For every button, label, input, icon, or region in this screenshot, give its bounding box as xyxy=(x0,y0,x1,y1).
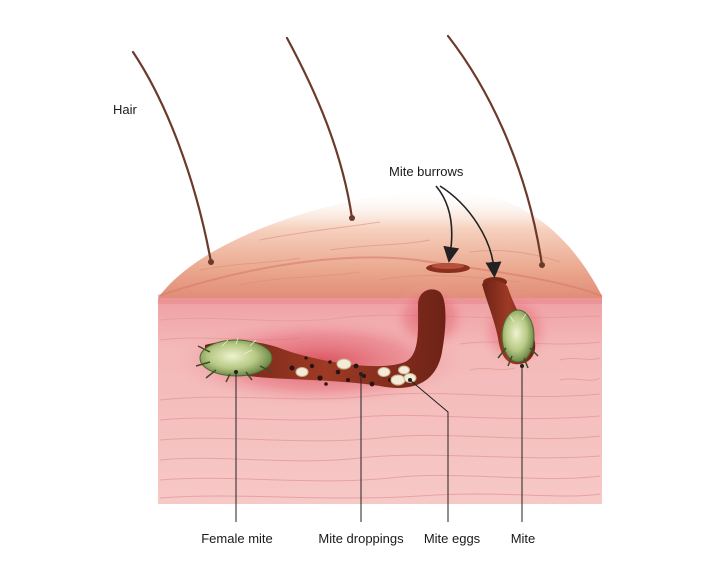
mite-burrows-label: Mite burrows xyxy=(389,164,464,179)
hair-strand xyxy=(446,34,544,267)
hair-label: Hair xyxy=(113,102,137,117)
mite-eggs-label: Mite eggs xyxy=(423,531,481,546)
hair-strand xyxy=(131,50,213,264)
female-mite-illustration xyxy=(195,337,273,383)
mite-eggs-cluster xyxy=(295,358,417,386)
mite-droppings-label: Mite droppings xyxy=(318,531,404,546)
leader-lines xyxy=(235,366,523,522)
mite-illustration xyxy=(497,309,539,369)
mite-label: Mite xyxy=(510,531,536,546)
burrow-arrows xyxy=(435,185,502,278)
hair-strand xyxy=(285,36,354,220)
hair-strands xyxy=(131,34,544,267)
female-mite-label: Female mite xyxy=(201,531,273,546)
